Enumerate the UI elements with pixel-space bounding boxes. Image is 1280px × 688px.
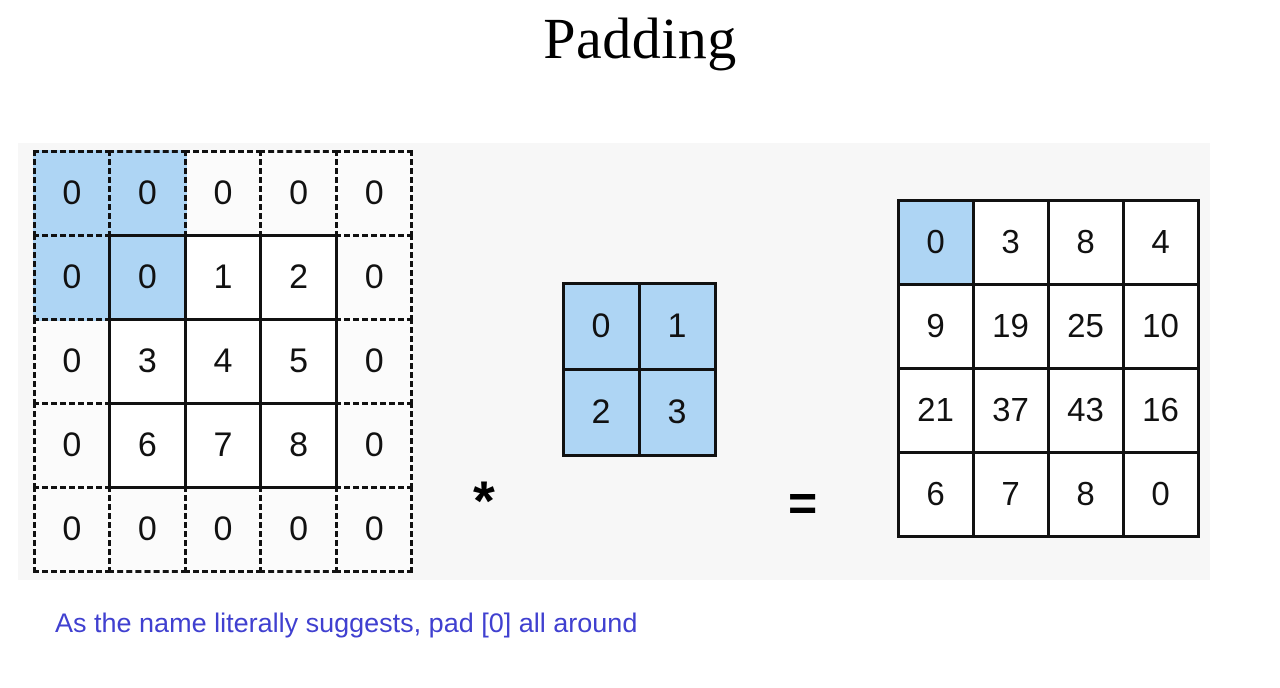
output-cell-2-0: 21 xyxy=(896,366,975,454)
padded-input-cell-4-2: 0 xyxy=(183,485,263,573)
padded-input-cell-4-1: 0 xyxy=(108,485,187,573)
output-cell-1-2: 25 xyxy=(1046,282,1125,370)
kernel-cell-0-0: 0 xyxy=(561,281,641,371)
output-cell-1-0: 9 xyxy=(896,282,975,370)
output-cell-3-1: 7 xyxy=(971,450,1050,538)
padded-input-cell-0-2: 0 xyxy=(183,149,263,237)
padded-input-cell-3-0: 0 xyxy=(32,401,112,489)
padded-input-cell-4-4: 0 xyxy=(334,485,414,573)
output-cell-0-2: 8 xyxy=(1046,198,1125,286)
output-cell-2-3: 16 xyxy=(1121,366,1200,454)
output-cell-2-1: 37 xyxy=(971,366,1050,454)
padded-input-cell-2-0: 0 xyxy=(32,317,112,405)
padded-input-cell-2-2: 4 xyxy=(183,317,263,405)
padded-input-cell-4-0: 0 xyxy=(32,485,112,573)
output-cell-1-1: 19 xyxy=(971,282,1050,370)
padded-input-cell-3-1: 6 xyxy=(108,401,187,489)
kernel-cell-0-1: 1 xyxy=(637,281,717,371)
output-cell-0-0: 0 xyxy=(896,198,975,286)
padded-input-cell-0-1: 0 xyxy=(108,149,187,237)
output-cell-1-3: 10 xyxy=(1121,282,1200,370)
kernel-cell-1-0: 2 xyxy=(561,367,641,457)
padded-input-cell-0-4: 0 xyxy=(334,149,414,237)
slide-caption: As the name literally suggests, pad [0] … xyxy=(55,608,638,638)
output-cell-0-1: 3 xyxy=(971,198,1050,286)
padded-input-cell-4-3: 0 xyxy=(259,485,338,573)
padded-input-cell-3-2: 7 xyxy=(183,401,263,489)
padded-input-cell-2-1: 3 xyxy=(108,317,187,405)
convolution-operator: * xyxy=(473,469,495,532)
padded-input-cell-2-3: 5 xyxy=(259,317,338,405)
padded-input-cell-1-1: 0 xyxy=(108,233,187,321)
output-cell-3-0: 6 xyxy=(896,450,975,538)
padded-input-cell-0-0: 0 xyxy=(32,149,112,237)
padded-input-cell-1-4: 0 xyxy=(334,233,414,321)
padded-input-cell-1-2: 1 xyxy=(183,233,263,321)
kernel-cell-1-1: 3 xyxy=(637,367,717,457)
padded-input-cell-1-0: 0 xyxy=(32,233,112,321)
padded-input-cell-0-3: 0 xyxy=(259,149,338,237)
output-cell-3-2: 8 xyxy=(1046,450,1125,538)
padded-input-cell-3-3: 8 xyxy=(259,401,338,489)
padded-input-cell-3-4: 0 xyxy=(334,401,414,489)
padded-input-cell-1-3: 2 xyxy=(259,233,338,321)
output-cell-0-3: 4 xyxy=(1121,198,1200,286)
output-cell-2-2: 43 xyxy=(1046,366,1125,454)
equals-operator: = xyxy=(788,475,818,531)
page-title: Padding xyxy=(543,6,737,71)
output-cell-3-3: 0 xyxy=(1121,450,1200,538)
padded-input-cell-2-4: 0 xyxy=(334,317,414,405)
